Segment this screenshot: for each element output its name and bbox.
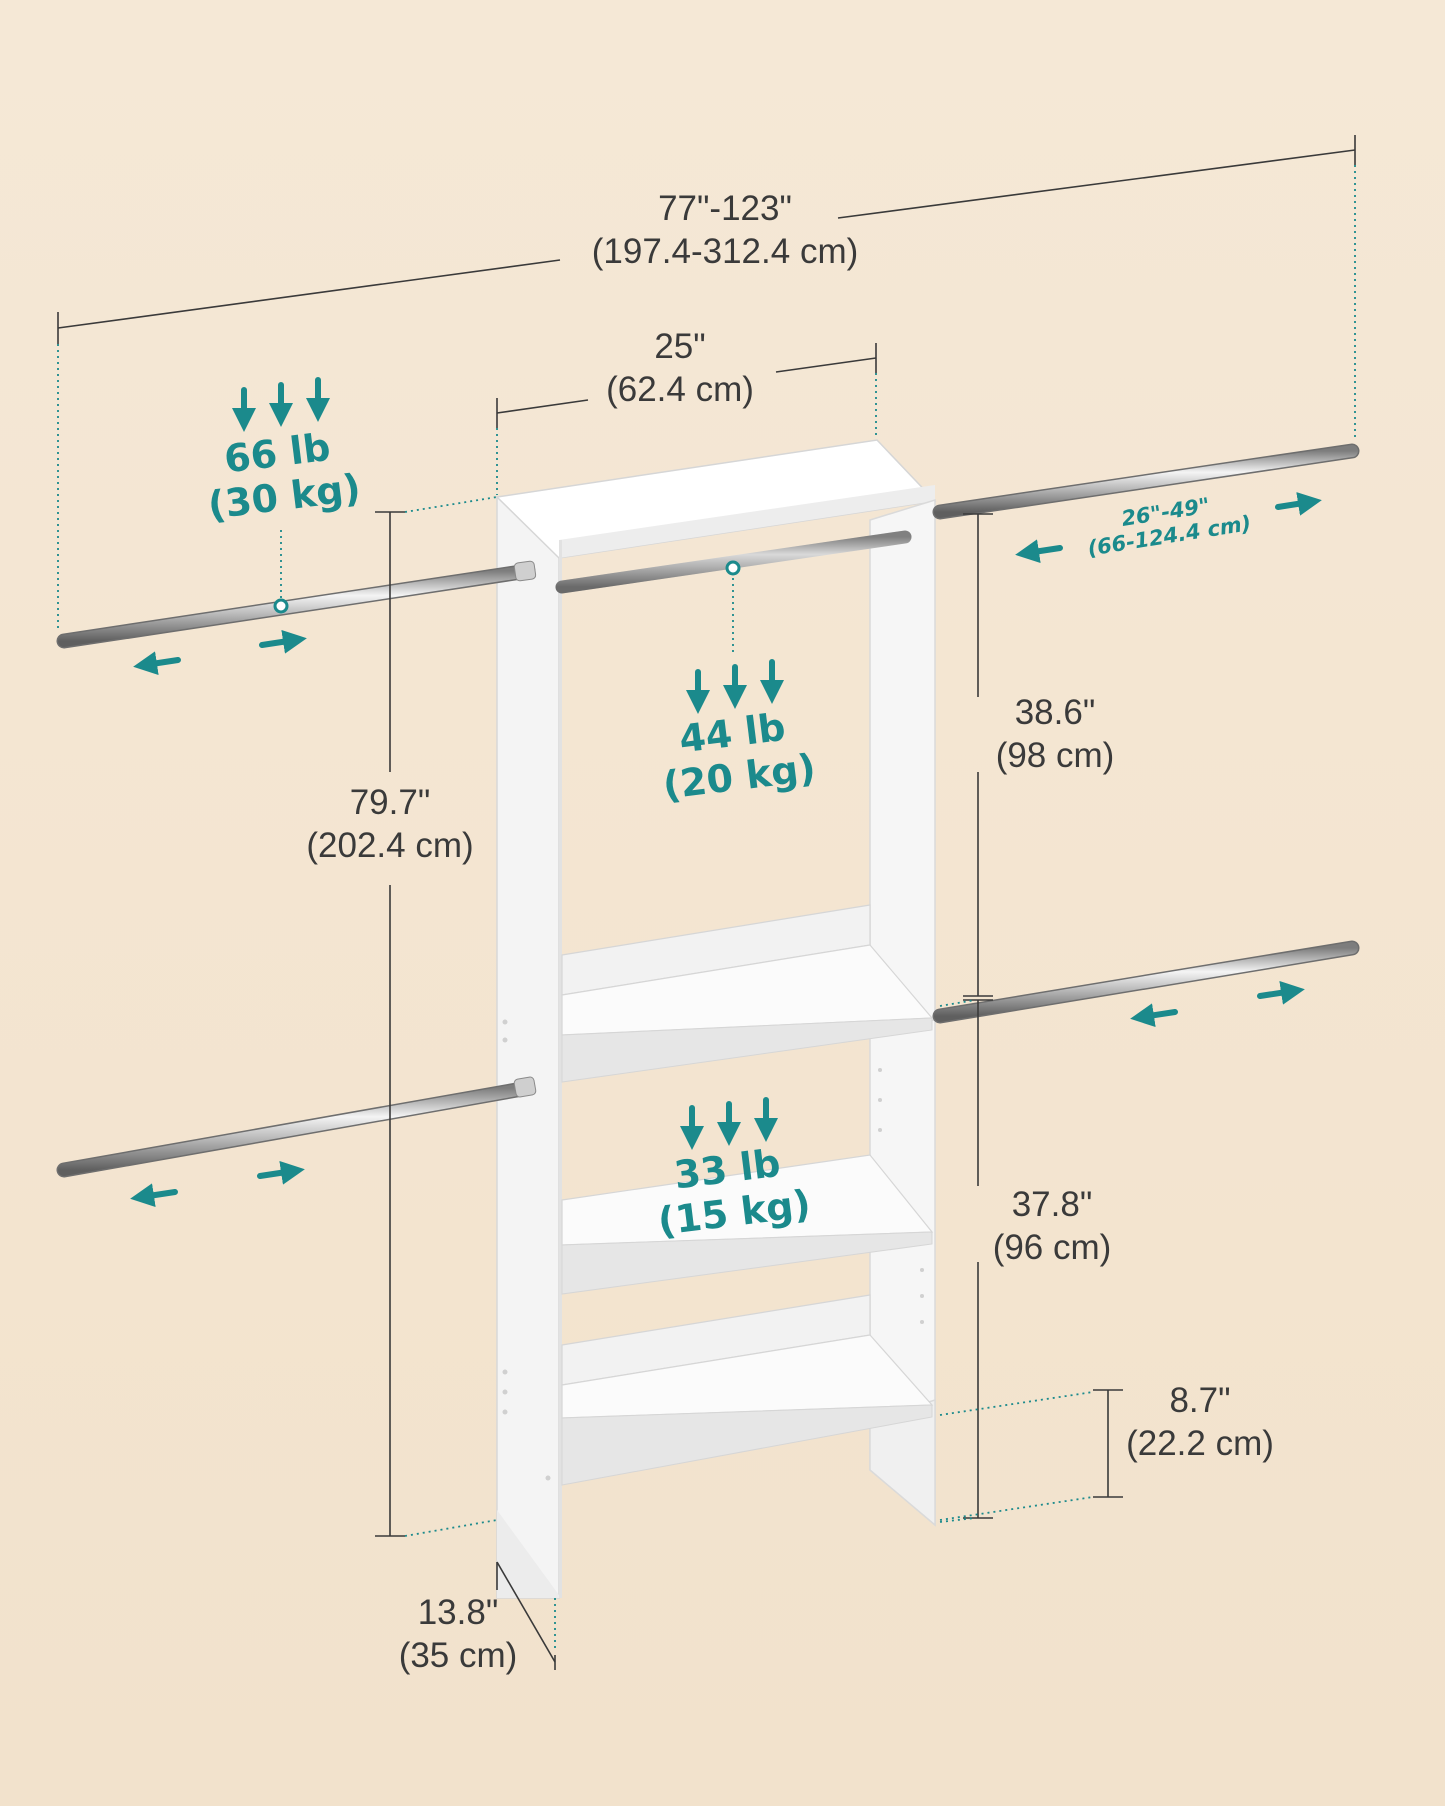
overall-width-inches: 77"-123" bbox=[658, 189, 792, 228]
lower-section-label: 37.8" (96 cm) bbox=[962, 1184, 1142, 1269]
center-rod-load-point bbox=[725, 560, 741, 576]
right-side-panel-upper bbox=[869, 498, 936, 1021]
depth-cm: (35 cm) bbox=[398, 1635, 518, 1675]
dimension-lines bbox=[57, 135, 1356, 1670]
bottom-gap-cm: (22.2 cm) bbox=[1126, 1423, 1274, 1463]
total-height-label: 79.7" (202.4 cm) bbox=[280, 782, 500, 867]
bottom-shelf bbox=[561, 1294, 934, 1486]
shelf-load-label: 33 lb (15 kg) bbox=[650, 1139, 813, 1244]
lower-right-rod bbox=[932, 940, 1360, 1024]
tower-width-cm: (62.4 cm) bbox=[606, 369, 754, 409]
center-rod-load-label: 44 lb (20 kg) bbox=[655, 703, 818, 808]
upper-section-cm: (98 cm) bbox=[995, 735, 1115, 775]
lower-left-rod bbox=[56, 1076, 537, 1178]
left-front-edge bbox=[559, 540, 562, 1598]
rod-extension-arrows bbox=[130, 491, 1322, 1208]
tower-width-inches: 25" bbox=[654, 327, 706, 366]
total-height-inches: 79.7" bbox=[349, 783, 431, 822]
middle-shelf bbox=[561, 904, 934, 1083]
upper-section-inches: 38.6" bbox=[1014, 693, 1096, 732]
extension-lines bbox=[57, 165, 1356, 1650]
closet-tower bbox=[495, 439, 937, 1599]
upper-right-rod bbox=[932, 443, 1360, 520]
overall-width-label: 77"-123" (197.4-312.4 cm) bbox=[560, 188, 890, 273]
total-height-cm: (202.4 cm) bbox=[306, 825, 474, 865]
lower-section-inches: 37.8" bbox=[1011, 1185, 1093, 1224]
overall-width-cm: (197.4-312.4 cm) bbox=[591, 231, 859, 271]
lower-shelf bbox=[561, 1154, 934, 1295]
shelf-peg-holes bbox=[502, 1019, 924, 1481]
bottom-gap-inches: 8.7" bbox=[1169, 1381, 1231, 1420]
upper-section-label: 38.6" (98 cm) bbox=[965, 692, 1145, 777]
tower-width-label: 25" (62.4 cm) bbox=[570, 326, 790, 411]
side-rod-load-point bbox=[273, 598, 289, 614]
upper-left-rod bbox=[56, 560, 537, 649]
depth-label: 13.8" (35 cm) bbox=[378, 1592, 538, 1677]
bottom-gap-label: 8.7" (22.2 cm) bbox=[1115, 1380, 1285, 1465]
side-rod-load-label: 66 lb (30 kg) bbox=[200, 423, 363, 528]
left-side-panel bbox=[496, 495, 560, 1599]
depth-inches: 13.8" bbox=[417, 1593, 499, 1632]
load-arrows bbox=[232, 377, 784, 1150]
lower-section-cm: (96 cm) bbox=[992, 1227, 1112, 1267]
